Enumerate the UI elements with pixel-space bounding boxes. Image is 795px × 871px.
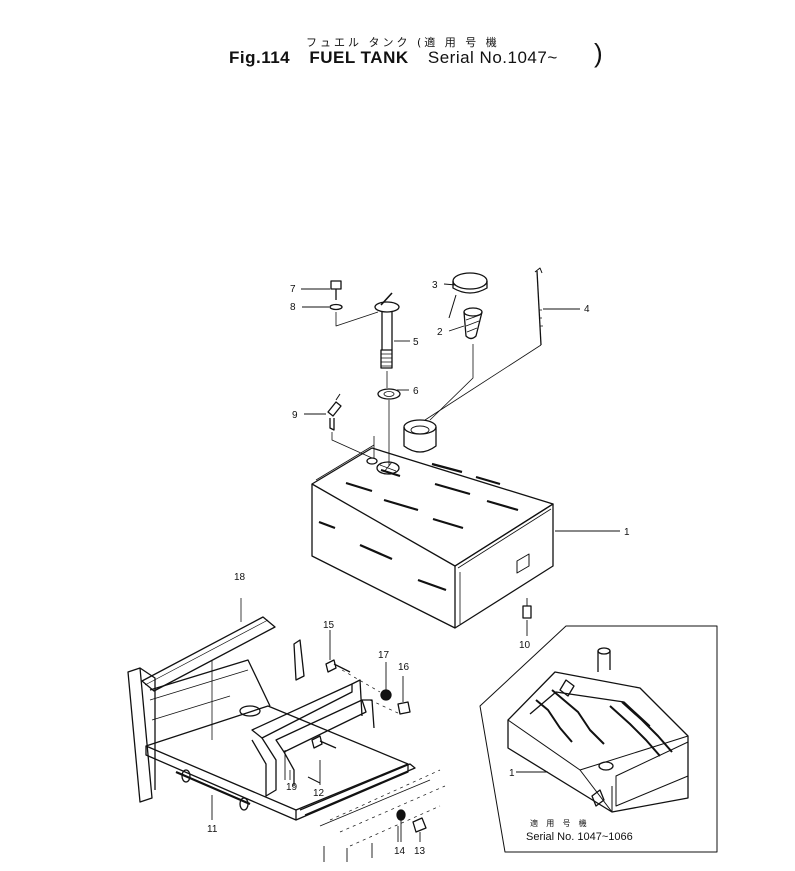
inset-callout-1: 1 — [509, 768, 515, 779]
gasket — [377, 388, 401, 400]
fitting — [327, 393, 342, 431]
nut-13 — [412, 817, 427, 833]
callout-8: 8 — [290, 302, 296, 313]
figure-name: FUEL TANK — [309, 48, 409, 67]
callout-7: 7 — [290, 284, 296, 295]
callout-2: 2 — [437, 327, 443, 338]
callout-9: 9 — [292, 410, 298, 421]
callout-4: 4 — [584, 304, 590, 315]
washer-14 — [396, 809, 406, 821]
bolt-12 — [311, 735, 337, 749]
filler-cap — [448, 272, 488, 319]
callout-16: 16 — [398, 662, 410, 673]
callout-13: 13 — [414, 846, 426, 857]
title-block: フュエル タンク (適 用 号 機 Fig.114 FUEL TANK Seri… — [0, 0, 795, 80]
level-gauge-rod — [534, 267, 543, 346]
bolt-15 — [325, 659, 351, 673]
callout-3: 3 — [432, 280, 438, 291]
callout-12: 12 — [313, 788, 325, 799]
figure-number: Fig.114 — [229, 48, 291, 67]
callout-5: 5 — [413, 337, 419, 348]
figure-title: Fig.114 FUEL TANK Serial No.1047~ — [229, 48, 558, 68]
callout-6: 6 — [413, 386, 419, 397]
washer — [329, 303, 343, 311]
strainer — [463, 307, 483, 340]
japanese-title: フュエル タンク (適 用 号 機 — [306, 36, 500, 49]
inset-panel — [479, 625, 718, 853]
callout-19: 19 — [286, 782, 298, 793]
callout-14: 14 — [394, 846, 406, 857]
callout-10: 10 — [519, 640, 531, 651]
tank-mounting-frame — [127, 659, 431, 827]
serial-range: Serial No.1047~ — [427, 48, 558, 67]
drain-plug — [522, 598, 532, 619]
fuel-tank — [311, 419, 554, 629]
callout-1: 1 — [624, 527, 630, 538]
callout-11: 11 — [207, 824, 218, 835]
fuel-sender — [374, 292, 400, 369]
closing-parenthesis: ) — [594, 38, 603, 68]
washer-17 — [380, 689, 392, 701]
callout-15: 15 — [323, 620, 335, 631]
nut-16 — [397, 701, 411, 715]
callout-18: 18 — [234, 572, 246, 583]
inset-japanese-caption: 適 用 号 機 — [530, 818, 590, 828]
rubber-strip — [141, 598, 276, 740]
callout-17: 17 — [378, 650, 390, 661]
inset-serial-caption: Serial No. 1047~1066 — [526, 831, 633, 843]
tank-strap — [251, 639, 375, 797]
bolt — [330, 280, 342, 300]
